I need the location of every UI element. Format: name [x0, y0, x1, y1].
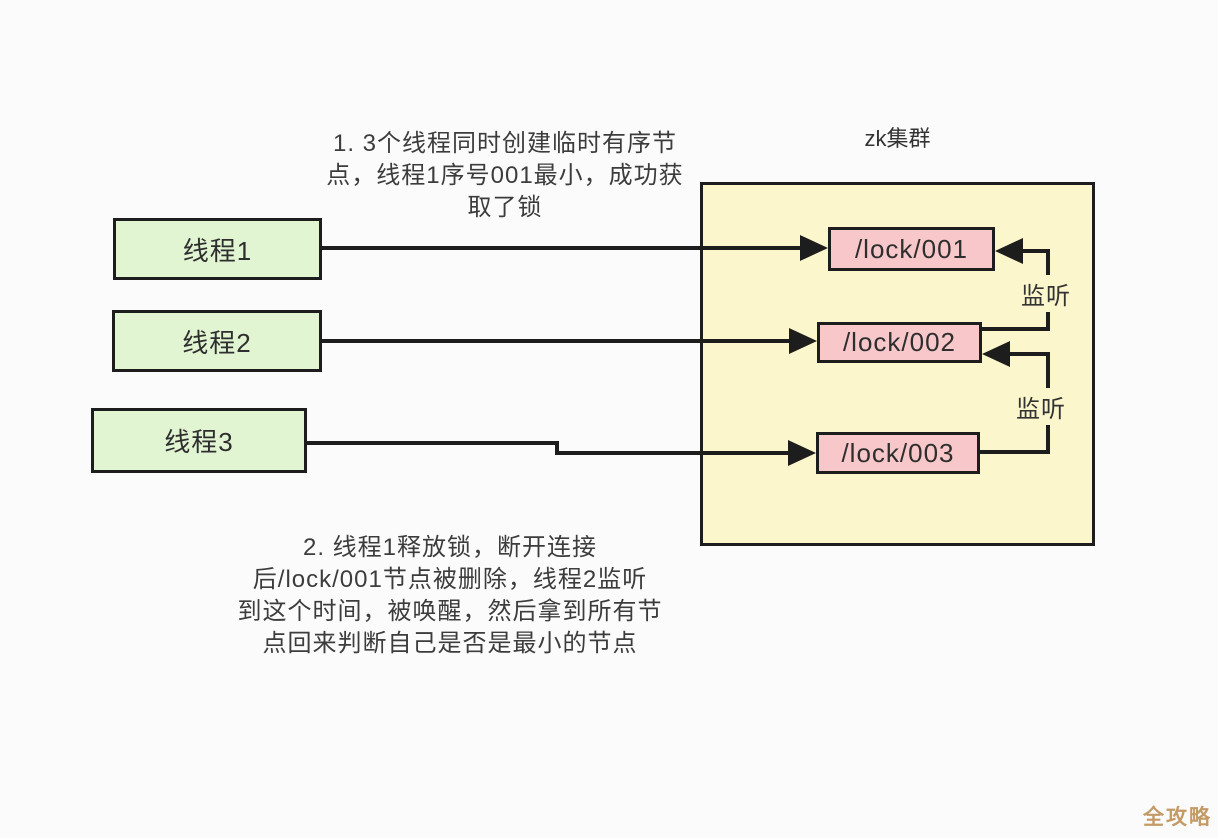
arrow-thread3-segment1-line [307, 441, 559, 445]
annotation-step2-line2: 后/lock/001节点被删除，线程2监听 [252, 566, 648, 593]
annotation-step2-line3: 到这个时间，被唤醒，然后拿到所有节 [237, 598, 663, 625]
annotation-step2-line4: 点回来判断自己是否是最小的节点 [262, 630, 638, 657]
arrow-thread3-jog-line [555, 441, 559, 455]
watch1-bottom-line [982, 327, 1050, 331]
thread-3-label: 线程3 [164, 427, 234, 457]
lock-003-label: /lock/003 [841, 437, 955, 468]
annotation-step1: 1. 3个线程同时创建临时有序节 点，线程1序号001最小，成功获 取了锁 [275, 128, 735, 224]
watch2-label: 监听 [1014, 388, 1068, 425]
arrow-thread3-to-lock003-head-icon [788, 440, 816, 466]
watch2-bottom-line [980, 450, 1050, 454]
watch1-top-line [1021, 249, 1050, 253]
watch2-top-line [1010, 352, 1050, 356]
annotation-step1-line1: 1. 3个线程同时创建临时有序节 [332, 130, 678, 157]
arrow-thread3-segment2-line [555, 451, 788, 455]
arrow-thread2-to-lock002-line [322, 339, 789, 343]
lock-node-001: /lock/001 [828, 227, 995, 271]
annotation-step2: 2. 线程1释放锁，断开连接 后/lock/001节点被删除，线程2监听 到这个… [195, 532, 705, 660]
thread-2-label: 线程2 [182, 327, 252, 358]
thread-box-3: 线程3 [91, 408, 307, 473]
watch2-head-icon [982, 341, 1010, 367]
lock-002-label: /lock/002 [842, 327, 957, 357]
watermark: 全攻略 [1143, 806, 1212, 829]
lock-001-label: /lock/001 [854, 233, 969, 264]
thread-1-label: 线程1 [182, 235, 253, 266]
watch1-label: 监听 [1019, 275, 1073, 312]
arrow-thread2-to-lock002-head-icon [789, 328, 817, 354]
arrow-thread1-to-lock001-line [322, 246, 800, 250]
watch1-head-icon [995, 238, 1023, 264]
annotation-step1-line3: 取了锁 [467, 194, 543, 221]
thread-box-2: 线程2 [112, 310, 322, 372]
annotation-step2-line1: 2. 线程1释放锁，断开连接 [302, 534, 598, 561]
lock-node-002: /lock/002 [817, 322, 982, 363]
lock-node-003: /lock/003 [816, 432, 980, 474]
cluster-title: zk集群 [864, 126, 931, 151]
annotation-step1-line2: 点，线程1序号001最小，成功获 [326, 162, 684, 189]
thread-box-1: 线程1 [113, 218, 322, 280]
arrow-thread1-to-lock001-head-icon [800, 235, 828, 261]
